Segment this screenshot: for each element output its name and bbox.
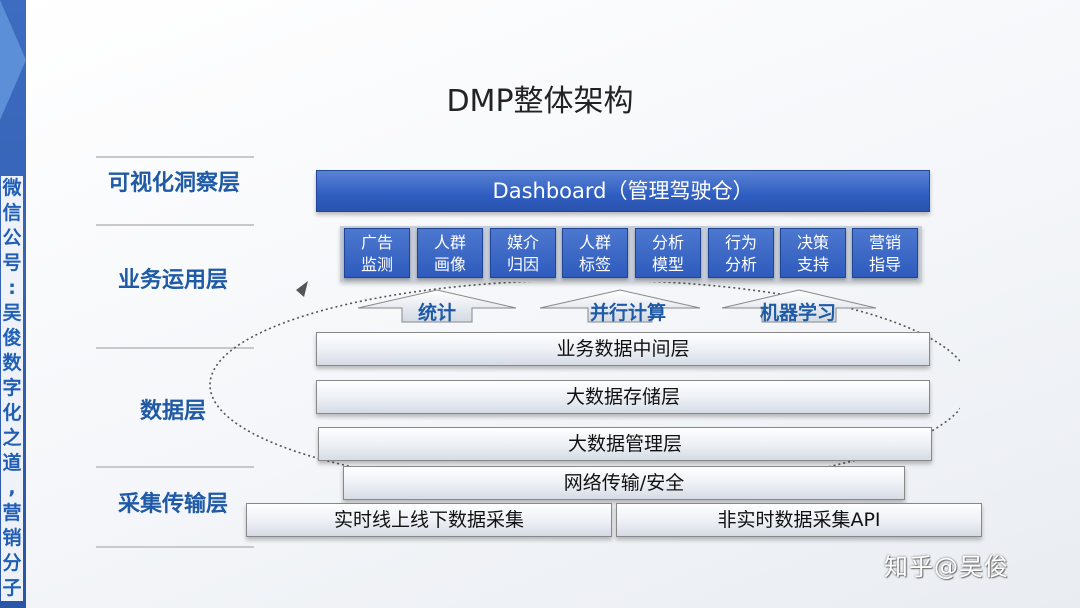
arrow-label-statistics: 统计	[417, 302, 456, 324]
side-caption-char: 吴	[2, 302, 22, 324]
app-box-line: 决策	[796, 233, 829, 252]
app-box-line: 营销	[868, 233, 901, 252]
collection-realtime-bar: 实时线上线下数据采集	[246, 503, 612, 537]
up-arrow-icon	[357, 289, 517, 323]
side-caption-char: :	[8, 277, 16, 299]
side-caption-char: 之	[2, 427, 22, 449]
dashboard-bar: Dashboard（管理驾驶仓）	[316, 170, 930, 212]
app-box: 人群标签	[562, 228, 628, 278]
app-box-line: 广告	[360, 233, 393, 252]
arrow-label-machine-learning: 机器学习	[759, 302, 836, 324]
app-box-line: 监测	[360, 255, 393, 274]
side-caption-char: 字	[2, 377, 22, 399]
up-arrow-icon	[539, 289, 701, 323]
app-box: 人群画像	[417, 228, 483, 278]
app-box-line: 画像	[433, 255, 466, 274]
side-caption-char: 道	[2, 452, 22, 474]
layer-divider	[96, 156, 254, 158]
app-box-line: 人群	[578, 233, 611, 252]
layer-divider	[96, 546, 254, 548]
app-box-line: 分析	[724, 255, 757, 274]
arrow-label-parallel-computing: 并行计算	[589, 302, 666, 324]
app-box: 媒介归因	[490, 228, 556, 278]
layer-divider	[96, 224, 254, 226]
layer-label-visual-insight: 可视化洞察层	[107, 171, 240, 196]
cycle-arrow-head-icon	[296, 281, 308, 297]
side-caption-char: 微	[2, 177, 22, 199]
app-box: 决策支持	[780, 228, 846, 278]
app-box: 分析模型	[635, 228, 701, 278]
layer-label-business-app: 业务运用层	[117, 268, 228, 293]
side-caption: 微 信 公 号 : 吴 俊 数 字 化 之 道 , 营 销 分 子	[1, 176, 23, 601]
side-caption-char: 营	[2, 502, 22, 524]
layer-divider	[96, 347, 254, 349]
app-box-line: 归因	[506, 255, 539, 274]
page-title: DMP整体架构	[446, 84, 634, 119]
network-security-bar: 网络传输/安全	[343, 466, 905, 500]
collection-nonrealtime-bar: 非实时数据采集API	[616, 503, 982, 537]
side-caption-char: 号	[2, 252, 22, 274]
side-tab-triangle	[0, 0, 26, 120]
side-caption-char: 公	[2, 227, 22, 249]
upward-arrows	[357, 289, 877, 323]
side-caption-char: 销	[2, 527, 22, 549]
app-box-line: 分析	[651, 233, 684, 252]
layer-label-collect-transfer: 采集传输层	[117, 492, 228, 517]
app-box-line: 行为	[724, 233, 757, 252]
up-arrow-icon	[721, 289, 877, 323]
data-layer-bigdata-storage: 大数据存储层	[316, 380, 930, 414]
app-box-line: 人群	[433, 233, 466, 252]
app-box-line: 标签	[578, 255, 611, 274]
side-caption-char: 化	[2, 402, 22, 424]
app-box-line: 指导	[868, 255, 901, 274]
side-caption-char: 俊	[2, 327, 22, 349]
app-box: 广告监测	[344, 228, 410, 278]
app-box-line: 媒介	[506, 233, 539, 252]
side-caption-char: 信	[2, 202, 22, 224]
layer-divider	[96, 466, 254, 468]
side-caption-char: 子	[2, 577, 22, 599]
side-caption-char: 数	[2, 352, 22, 374]
layer-label-data: 数据层	[139, 399, 206, 424]
data-layer-bigdata-management: 大数据管理层	[318, 427, 932, 461]
data-layer-business-middle: 业务数据中间层	[316, 332, 930, 366]
side-caption-char: ,	[8, 477, 16, 499]
app-box: 营销指导	[852, 228, 918, 278]
app-box-line: 模型	[651, 255, 684, 274]
app-box: 行为分析	[708, 228, 774, 278]
app-box-line: 支持	[796, 255, 829, 274]
watermark: 知乎@吴俊	[884, 553, 1009, 581]
side-caption-char: 分	[2, 552, 22, 574]
